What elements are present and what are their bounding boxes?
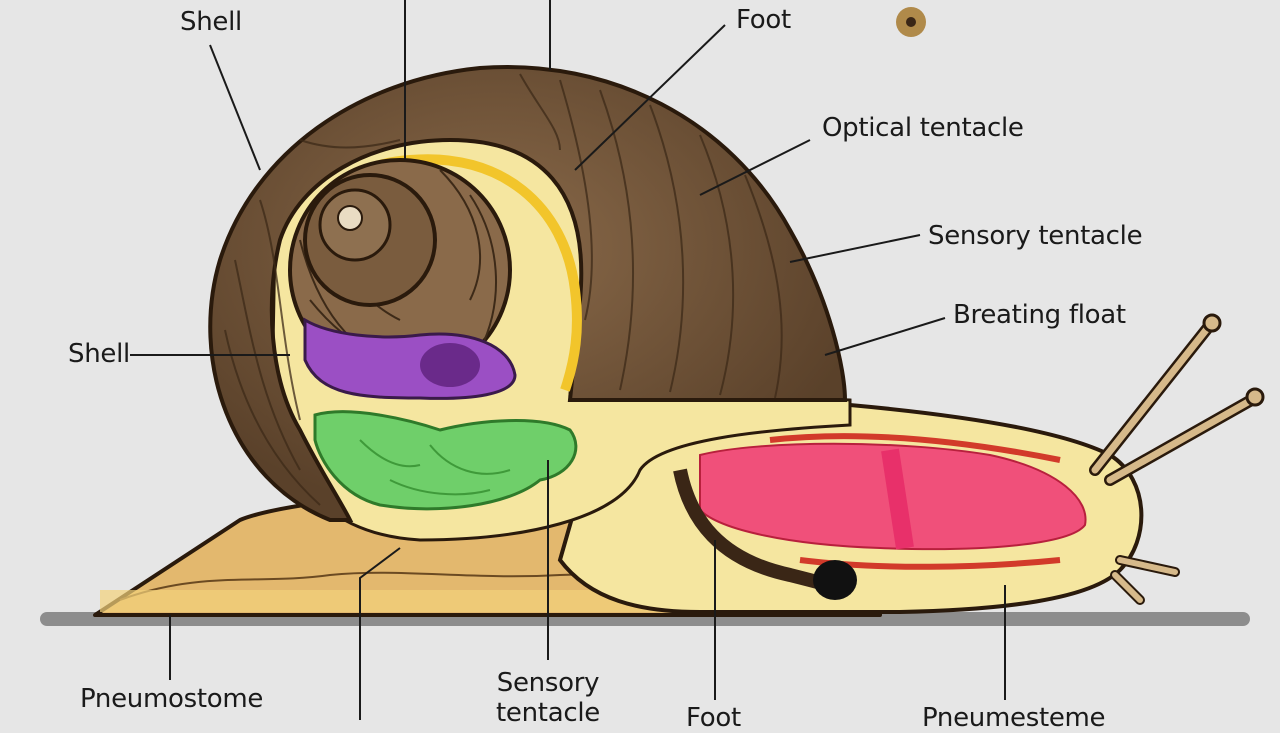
leader-lines — [130, 0, 1006, 720]
shell-apex — [337, 205, 363, 231]
muscle-band — [881, 448, 914, 550]
organ-green-texture — [359, 439, 511, 496]
tentacles — [1089, 313, 1265, 605]
organ-purple-dark — [420, 343, 480, 387]
brown-dot-center — [906, 17, 916, 27]
label-foot-top: Foot — [736, 5, 791, 35]
label-shell-top: Shell — [180, 7, 242, 37]
pneumostome-hole — [813, 560, 857, 600]
label-foot-bottom: Foot — [686, 703, 741, 733]
label-sensory-tentacle-bottom: Sensory tentacle — [496, 668, 600, 728]
shell-ridges — [224, 73, 783, 506]
shell-outer — [208, 65, 848, 522]
label-optical-tentacle: Optical tentacle — [822, 113, 1024, 143]
label-pneumostome-left: Pneumostome — [80, 684, 264, 714]
label-breathing-float: Breating float — [953, 300, 1126, 330]
label-pneumostome-right: Pneumesteme — [922, 703, 1106, 733]
label-sensory-tentacle-right: Sensory tentacle — [928, 221, 1143, 251]
label-shell-left: Shell — [68, 339, 130, 369]
